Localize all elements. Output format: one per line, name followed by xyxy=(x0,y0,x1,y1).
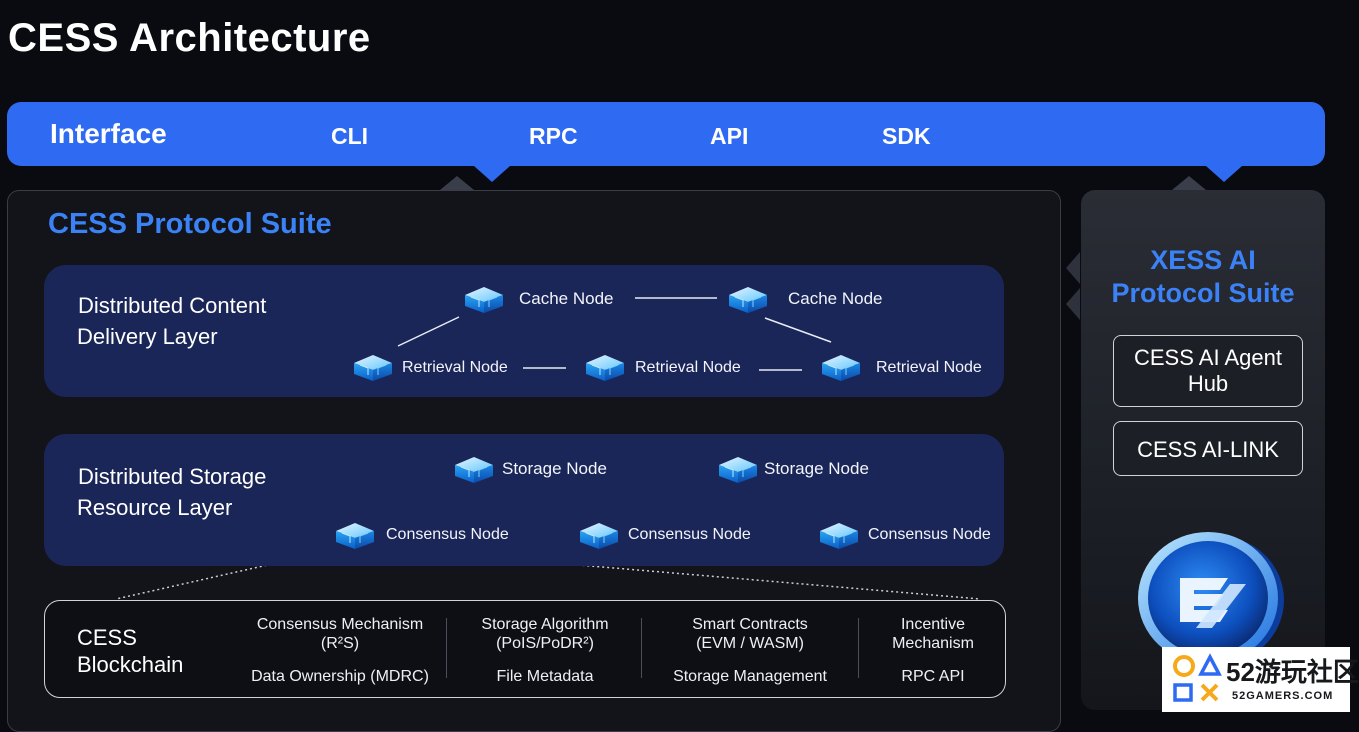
blockchain-item: File Metadata xyxy=(496,668,594,685)
content-layer-title-line1: Distributed Content xyxy=(78,293,267,318)
blockchain-item: (EVM / WASM) xyxy=(696,635,804,652)
blockchain-item: Incentive xyxy=(900,616,966,633)
watermark-logo-icon xyxy=(1173,653,1222,702)
retrieval-node-label: Retrieval Node xyxy=(876,359,982,376)
retrieval-node-icon xyxy=(584,353,626,383)
cess-blockchain-box xyxy=(44,600,1006,698)
blockchain-item: Smart Contracts xyxy=(692,616,808,633)
watermark-subtext: 52GAMERS.COM xyxy=(1232,690,1334,702)
consensus-node-icon xyxy=(578,521,620,551)
blockchain-item: Storage Algorithm xyxy=(481,616,609,633)
blockchain-item: (R²S) xyxy=(320,635,360,652)
cache-node-label: Cache Node xyxy=(788,289,883,308)
consensus-node-label: Consensus Node xyxy=(628,526,751,543)
storage-layer-title-line2: Resource Layer xyxy=(77,495,233,520)
cache-node-icon xyxy=(463,285,505,315)
column-divider xyxy=(858,618,859,678)
protocol-suite-title: CESS Protocol Suite xyxy=(48,208,332,240)
content-layer-title-line2: Delivery Layer xyxy=(77,324,218,349)
interface-bar xyxy=(7,102,1325,166)
blockchain-title-line1: CESS xyxy=(77,625,137,650)
interface-item-cli: CLI xyxy=(331,123,369,149)
blockchain-item: Storage Management xyxy=(673,668,827,685)
watermark-box xyxy=(1162,647,1350,712)
interface-title: Interface xyxy=(50,118,167,149)
xess-title-line1: XESS AI xyxy=(1150,245,1256,275)
column-divider xyxy=(641,618,642,678)
panel-arrow xyxy=(1066,252,1080,284)
consensus-node-label: Consensus Node xyxy=(868,526,991,543)
xess-title-line2: Protocol Suite xyxy=(1111,278,1295,308)
column-divider xyxy=(446,618,447,678)
cache-node-label: Cache Node xyxy=(519,289,614,308)
cache-node-icon xyxy=(727,285,769,315)
connector-notch xyxy=(1206,166,1242,182)
blockchain-item: RPC API xyxy=(901,668,965,685)
retrieval-node-icon xyxy=(820,353,862,383)
cess-ai-agent-hub-box: CESS AI Agent Hub xyxy=(1113,335,1303,407)
blockchain-title-line2: Blockchain xyxy=(77,652,184,677)
agent-hub-label-line2: Hub xyxy=(1187,371,1229,396)
consensus-node-icon xyxy=(818,521,860,551)
cess-ai-link-box: CESS AI-LINK xyxy=(1113,421,1303,476)
storage-node-label: Storage Node xyxy=(764,459,869,478)
connector-notch xyxy=(474,166,510,182)
retrieval-node-label: Retrieval Node xyxy=(635,359,741,376)
storage-node-label: Storage Node xyxy=(502,459,607,478)
interface-item-rpc: RPC xyxy=(529,123,578,149)
blockchain-item: (PoIS/PoDR²) xyxy=(496,635,594,652)
interface-item-api: API xyxy=(710,123,749,149)
consensus-node-icon xyxy=(334,521,376,551)
agent-hub-label-line1: CESS AI Agent xyxy=(1134,345,1282,370)
panel-arrow xyxy=(1066,288,1080,320)
connector-line xyxy=(397,316,460,347)
blockchain-item: Mechanism xyxy=(892,635,974,652)
storage-node-icon xyxy=(717,455,759,485)
cess-logo-icon xyxy=(1138,532,1284,664)
blockchain-item: Consensus Mechanism xyxy=(256,616,424,633)
storage-node-icon xyxy=(453,455,495,485)
storage-layer-title-line1: Distributed Storage xyxy=(78,464,267,489)
consensus-node-label: Consensus Node xyxy=(386,526,509,543)
connector-notch xyxy=(1172,176,1206,190)
ai-link-label: CESS AI-LINK xyxy=(1137,437,1279,462)
retrieval-node-icon xyxy=(352,353,394,383)
interface-item-sdk: SDK xyxy=(882,123,931,149)
page-title: CESS Architecture xyxy=(8,16,371,60)
blockchain-item: Data Ownership (MDRC) xyxy=(251,668,429,685)
watermark-text: 52游玩社区 xyxy=(1226,657,1359,687)
connector-line xyxy=(764,317,832,343)
connector-notch xyxy=(440,176,474,190)
retrieval-node-label: Retrieval Node xyxy=(402,359,508,376)
